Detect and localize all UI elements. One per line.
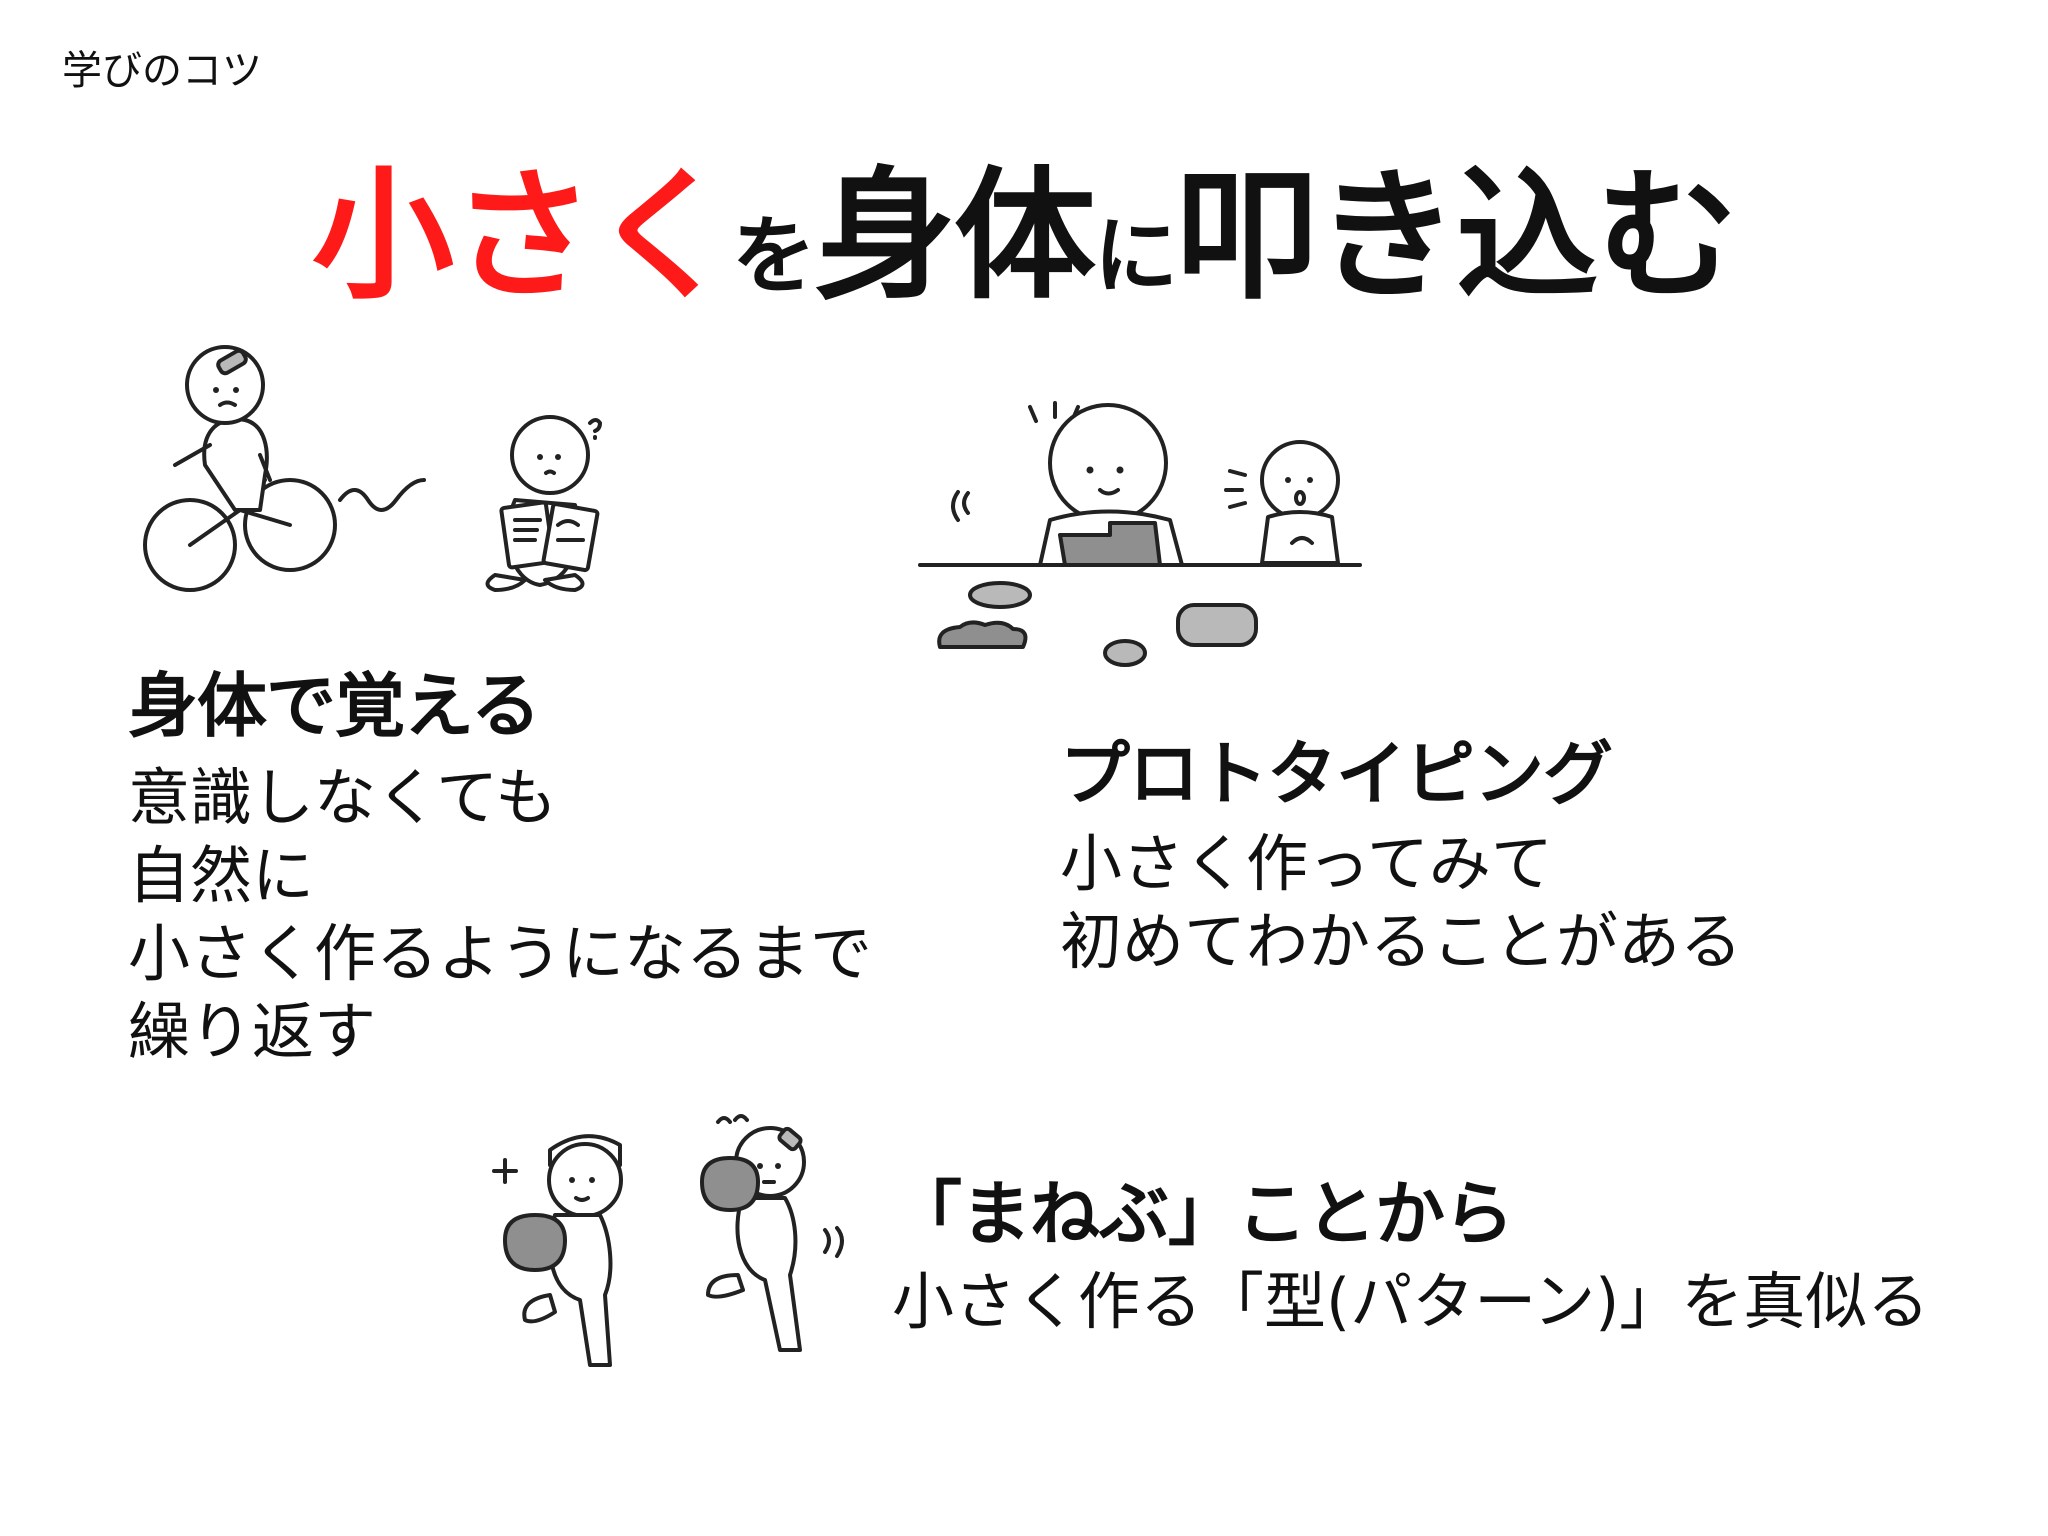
person-reading-book-icon (470, 415, 640, 595)
section-line: 繰り返す (128, 995, 377, 1068)
section-line: 小さく作るようになるまで (128, 917, 873, 990)
section-line: 小さく作る「型(パターン)」を真似る (892, 1265, 1930, 1338)
people-building-prototype-icon (918, 395, 1380, 675)
section-prototyping: プロトタイピング 小さく作ってみて 初めてわかることがある (1060, 718, 1742, 981)
title-particle-2: に (1094, 207, 1178, 305)
person-riding-bicycle-icon (140, 345, 440, 610)
section-heading: 身体で覚える (128, 665, 541, 747)
section-line: 自然に (128, 839, 315, 912)
slide-title: 小さくを身体に叩き込む (0, 120, 2048, 326)
section-line: 初めてわかることがある (1060, 905, 1743, 978)
section-imitation: 「まねぶ」ことから 小さく作る「型(パターン)」を真似る (892, 1158, 1929, 1341)
section-line: 意識しなくても (128, 761, 558, 834)
title-word-1: 身体 (814, 154, 1096, 319)
title-word-2: 叩き込む (1176, 154, 1738, 319)
section-heading: プロトタイピング (1060, 733, 1613, 815)
slide-caption: 学びのコツ (62, 48, 262, 94)
section-heading: 「まねぶ」ことから (892, 1173, 1514, 1255)
section-learn-by-body: 身体で覚える 意識しなくても 自然に 小さく作るようになるまで 繰り返す (128, 650, 872, 1071)
title-particle-1: を (731, 207, 816, 305)
people-playing-catch-icon (480, 1110, 850, 1370)
title-highlight: 小さく (311, 154, 734, 319)
section-line: 小さく作ってみて (1060, 827, 1553, 900)
